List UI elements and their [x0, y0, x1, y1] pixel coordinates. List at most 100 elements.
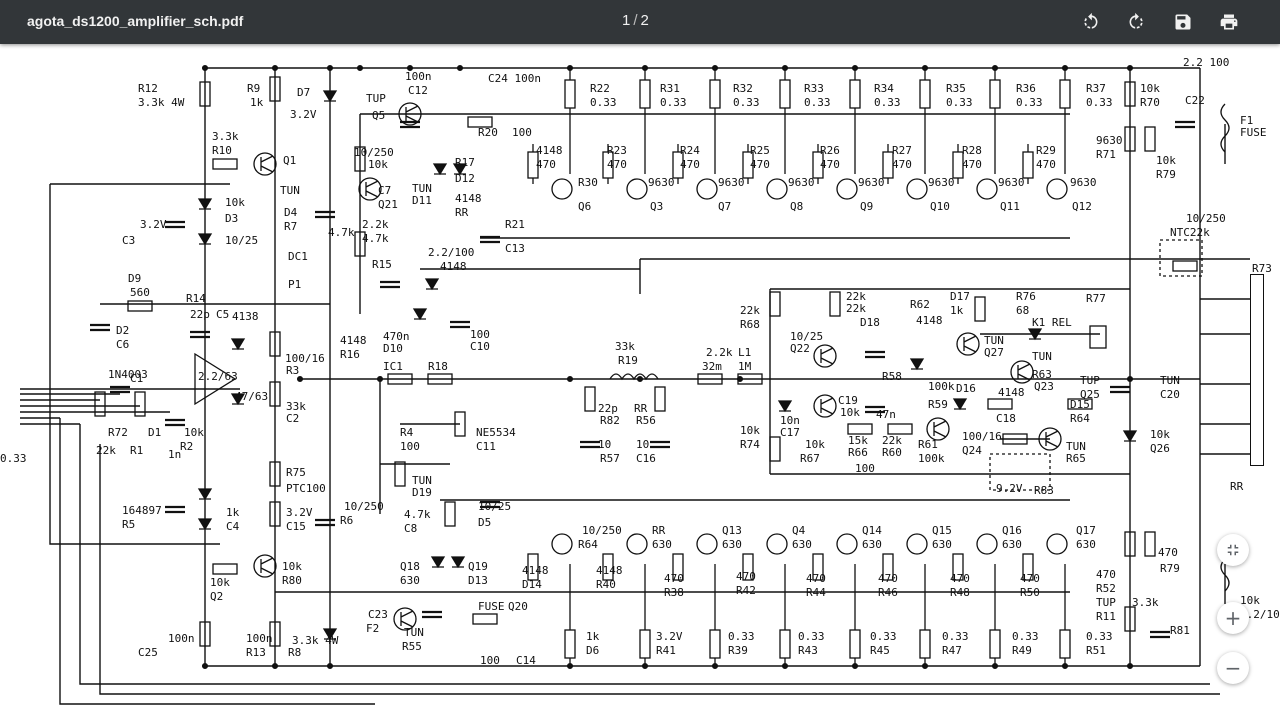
schematic-label: 10/25: [478, 500, 511, 513]
schematic-label: C23: [368, 608, 388, 621]
junction-dot: [1126, 375, 1134, 383]
resistor-symbol: [989, 629, 1001, 659]
wire-segment: [820, 397, 834, 415]
schematic-label: RR: [1230, 480, 1244, 493]
print-icon: [1220, 14, 1238, 30]
capacitor-symbol: [1150, 630, 1170, 639]
schematic-label: 4.7k: [404, 508, 431, 521]
schematic-label: R39: [728, 644, 748, 657]
resistor-symbol: [887, 423, 913, 435]
diode-symbol: [197, 488, 213, 501]
schematic-label: R12: [138, 82, 158, 95]
transistor-symbol: [766, 533, 788, 555]
resistor-symbol: [742, 553, 754, 581]
transistor-symbol: [906, 533, 928, 555]
schematic-label: 470: [750, 158, 770, 171]
resistor-symbol: [639, 629, 651, 659]
schematic-label: D7: [297, 86, 310, 99]
relay-symbol: [1089, 325, 1107, 349]
schematic-label: C16: [636, 452, 656, 465]
schematic-label: R83: [1034, 484, 1054, 497]
schematic-label: R59: [928, 398, 948, 411]
schematic-label: L1: [738, 346, 751, 359]
fit-to-page-button[interactable]: [1217, 534, 1249, 566]
schematic-label: 100/16: [285, 352, 325, 365]
junction-dot: [1061, 64, 1069, 72]
schematic-label: Q22: [790, 342, 810, 355]
current-page[interactable]: 1: [622, 12, 631, 29]
schematic-label: D1: [148, 426, 161, 439]
schematic-label: R79: [1160, 562, 1180, 575]
capacitor-symbol: [90, 323, 110, 332]
wire-segment: [963, 335, 977, 353]
schematic-label: 4148: [340, 334, 367, 347]
wire-segment: [817, 68, 856, 184]
resistor-symbol: [812, 553, 824, 581]
schematic-label: 100: [855, 462, 875, 475]
schematic-label: 0.33: [942, 630, 969, 643]
schematic-label: R71: [1096, 148, 1116, 161]
wire-segment: [260, 557, 274, 575]
junction-dot: [1126, 64, 1134, 72]
schematic-label: C7: [378, 184, 391, 197]
schematic-label: 470: [950, 572, 970, 585]
diode-symbol: [230, 393, 246, 406]
transistor-symbol: [696, 178, 718, 200]
schematic-label: R38: [664, 586, 684, 599]
schematic-label: 9630: [858, 176, 885, 189]
schematic-label: IC1: [383, 360, 403, 373]
resistor-symbol: [527, 553, 539, 581]
schematic-label: 47/63: [235, 390, 268, 403]
wire-segment: [260, 155, 274, 173]
junction-dot: [991, 662, 999, 670]
schematic-label: 630: [932, 538, 952, 551]
zoom-in-button[interactable]: +: [1217, 602, 1249, 634]
schematic-label: D9: [128, 272, 141, 285]
diode-symbol: [322, 90, 338, 103]
schematic-label: R6: [340, 514, 353, 527]
download-button[interactable]: [1169, 8, 1197, 36]
schematic-label: R36: [1016, 82, 1036, 95]
schematic-label: R21: [505, 218, 525, 231]
capacitor-symbol: [315, 518, 335, 527]
schematic-label: R53: [0, 44, 20, 47]
print-button[interactable]: [1215, 8, 1243, 36]
schematic-label: Q6: [578, 200, 591, 213]
capacitor-symbol: [650, 440, 670, 449]
junction-dot: [456, 64, 464, 72]
diode-symbol: [952, 398, 968, 411]
rotate-clockwise-button[interactable]: [1122, 8, 1150, 36]
schematic-label: R60: [882, 446, 902, 459]
schematic-label: R1: [130, 444, 143, 457]
schematic-label: R13: [246, 646, 266, 659]
schematic-label: R17: [455, 156, 475, 169]
schematic-label: TUN: [1160, 374, 1180, 387]
resistor-symbol: [467, 116, 493, 128]
zoom-out-button[interactable]: −: [1217, 652, 1249, 684]
schematic-label: D11: [412, 194, 432, 207]
resistor-symbol: [1059, 629, 1071, 659]
capacitor-symbol: [480, 500, 500, 509]
transistor-symbol: [626, 533, 648, 555]
junction-dot: [851, 662, 859, 670]
transistor-symbol: [1010, 360, 1034, 384]
schematic-label: Q17: [1076, 524, 1096, 537]
schematic-label: 22p: [598, 402, 618, 415]
page-separator: /: [633, 12, 638, 29]
schematic-label: FUSE: [1240, 126, 1267, 139]
fuse-symbol: [1220, 103, 1230, 153]
schematic-label: 0.33: [590, 96, 617, 109]
schematic-label: R81: [1170, 624, 1190, 637]
schematic-label: TUN: [1066, 440, 1086, 453]
schematic-label: Q4: [792, 524, 806, 537]
schematic-label: Q7: [718, 200, 731, 213]
schematic-label: Q15: [932, 524, 952, 537]
resistor-symbol: [1059, 79, 1071, 109]
schematic-label: Q3: [650, 200, 663, 213]
schematic-label: TUP: [366, 92, 386, 105]
diode-symbol: [322, 628, 338, 641]
rotate-counterclockwise-button[interactable]: [1077, 8, 1105, 36]
schematic-label: R43: [798, 644, 818, 657]
